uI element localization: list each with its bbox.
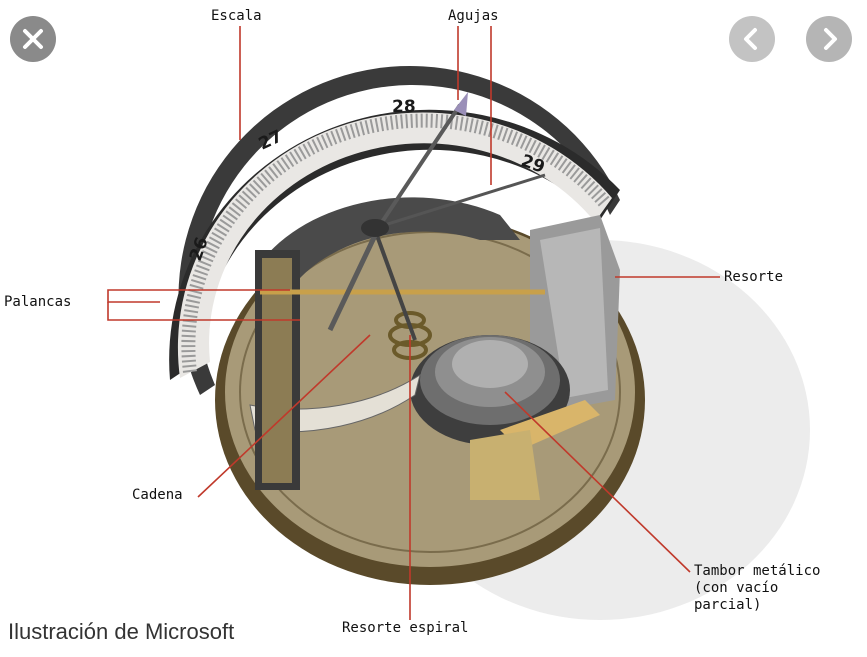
previous-button[interactable] [729, 16, 775, 62]
label-cadena: Cadena [132, 487, 183, 503]
label-tambor-3: parcial) [694, 597, 762, 613]
next-button[interactable] [806, 16, 852, 62]
label-tambor-1: Tambor metálico [694, 563, 821, 579]
chevron-left-icon [744, 28, 757, 50]
scale-number: 28 [392, 97, 416, 117]
chevron-right-icon [824, 28, 837, 50]
spindle [373, 229, 417, 341]
label-palancas: Palancas [4, 294, 72, 310]
inner-wall [255, 197, 520, 290]
leader-lines [107, 26, 720, 620]
label-resorte: Resorte [724, 269, 784, 285]
close-icon [23, 29, 43, 49]
label-tambor-2: (con vacío [694, 580, 779, 596]
label-resorte-espiral: Resorte espiral [342, 620, 469, 636]
needle-set [374, 173, 546, 230]
close-button[interactable] [10, 16, 56, 62]
image-credit: Ilustración de Microsoft [8, 619, 235, 644]
label-escala: Escala [211, 8, 262, 24]
scale-face [177, 112, 612, 379]
needle-main [378, 103, 462, 227]
label-agujas: Agujas [448, 8, 499, 24]
